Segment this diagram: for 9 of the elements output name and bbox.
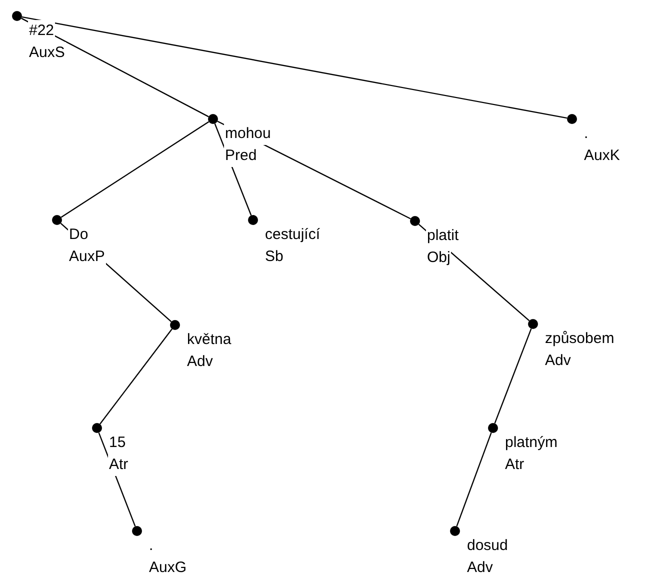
function-label: Pred: [224, 145, 258, 167]
tree-edge: [494, 328, 532, 424]
tree-edge: [456, 432, 492, 527]
tree-edge: [100, 328, 172, 424]
function-label: Atr: [108, 454, 130, 476]
tree-edge: [98, 432, 136, 527]
tree-edge: [22, 16, 568, 119]
word-label: mohou: [224, 123, 272, 145]
tree-edge: [60, 121, 210, 218]
